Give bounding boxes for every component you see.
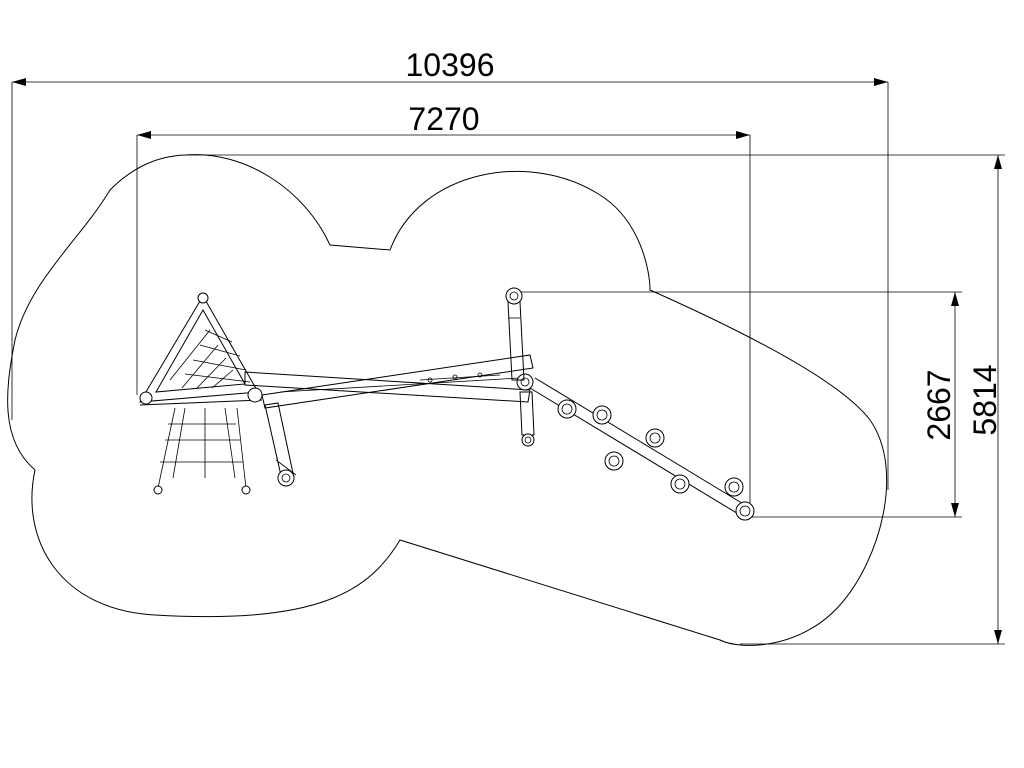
stepping-pod [592,405,612,425]
frame-post-left [139,391,153,405]
lower-right-post [519,391,535,447]
upper-right-post [505,287,525,381]
safety-zone-outline [7,154,888,646]
dimension-overall-width-label: 10396 [406,47,495,83]
dimension-overall-height: 5814 [185,154,1005,645]
dimension-inner-width-label: 7270 [408,101,479,137]
dimension-overall-height-label: 5814 [967,364,1003,435]
stepping-pod [604,451,624,471]
triangle-climbing-frame [139,292,263,406]
rope-net [153,407,251,495]
stepping-pod [735,501,755,521]
dimension-inner-height-label: 2667 [921,369,957,440]
dimension-inner-height: 2667 [515,291,962,518]
stepping-pod [670,474,690,494]
main-beam [244,354,534,409]
stepping-pod [724,477,744,497]
stepping-pod [557,399,577,419]
stepping-pod [645,428,665,448]
left-support-post [264,402,297,487]
dimension-inner-width: 7270 [136,101,751,508]
frame-post-top [197,292,209,304]
dimension-overall-width: 10396 [11,47,889,490]
stepping-pods [529,377,755,521]
